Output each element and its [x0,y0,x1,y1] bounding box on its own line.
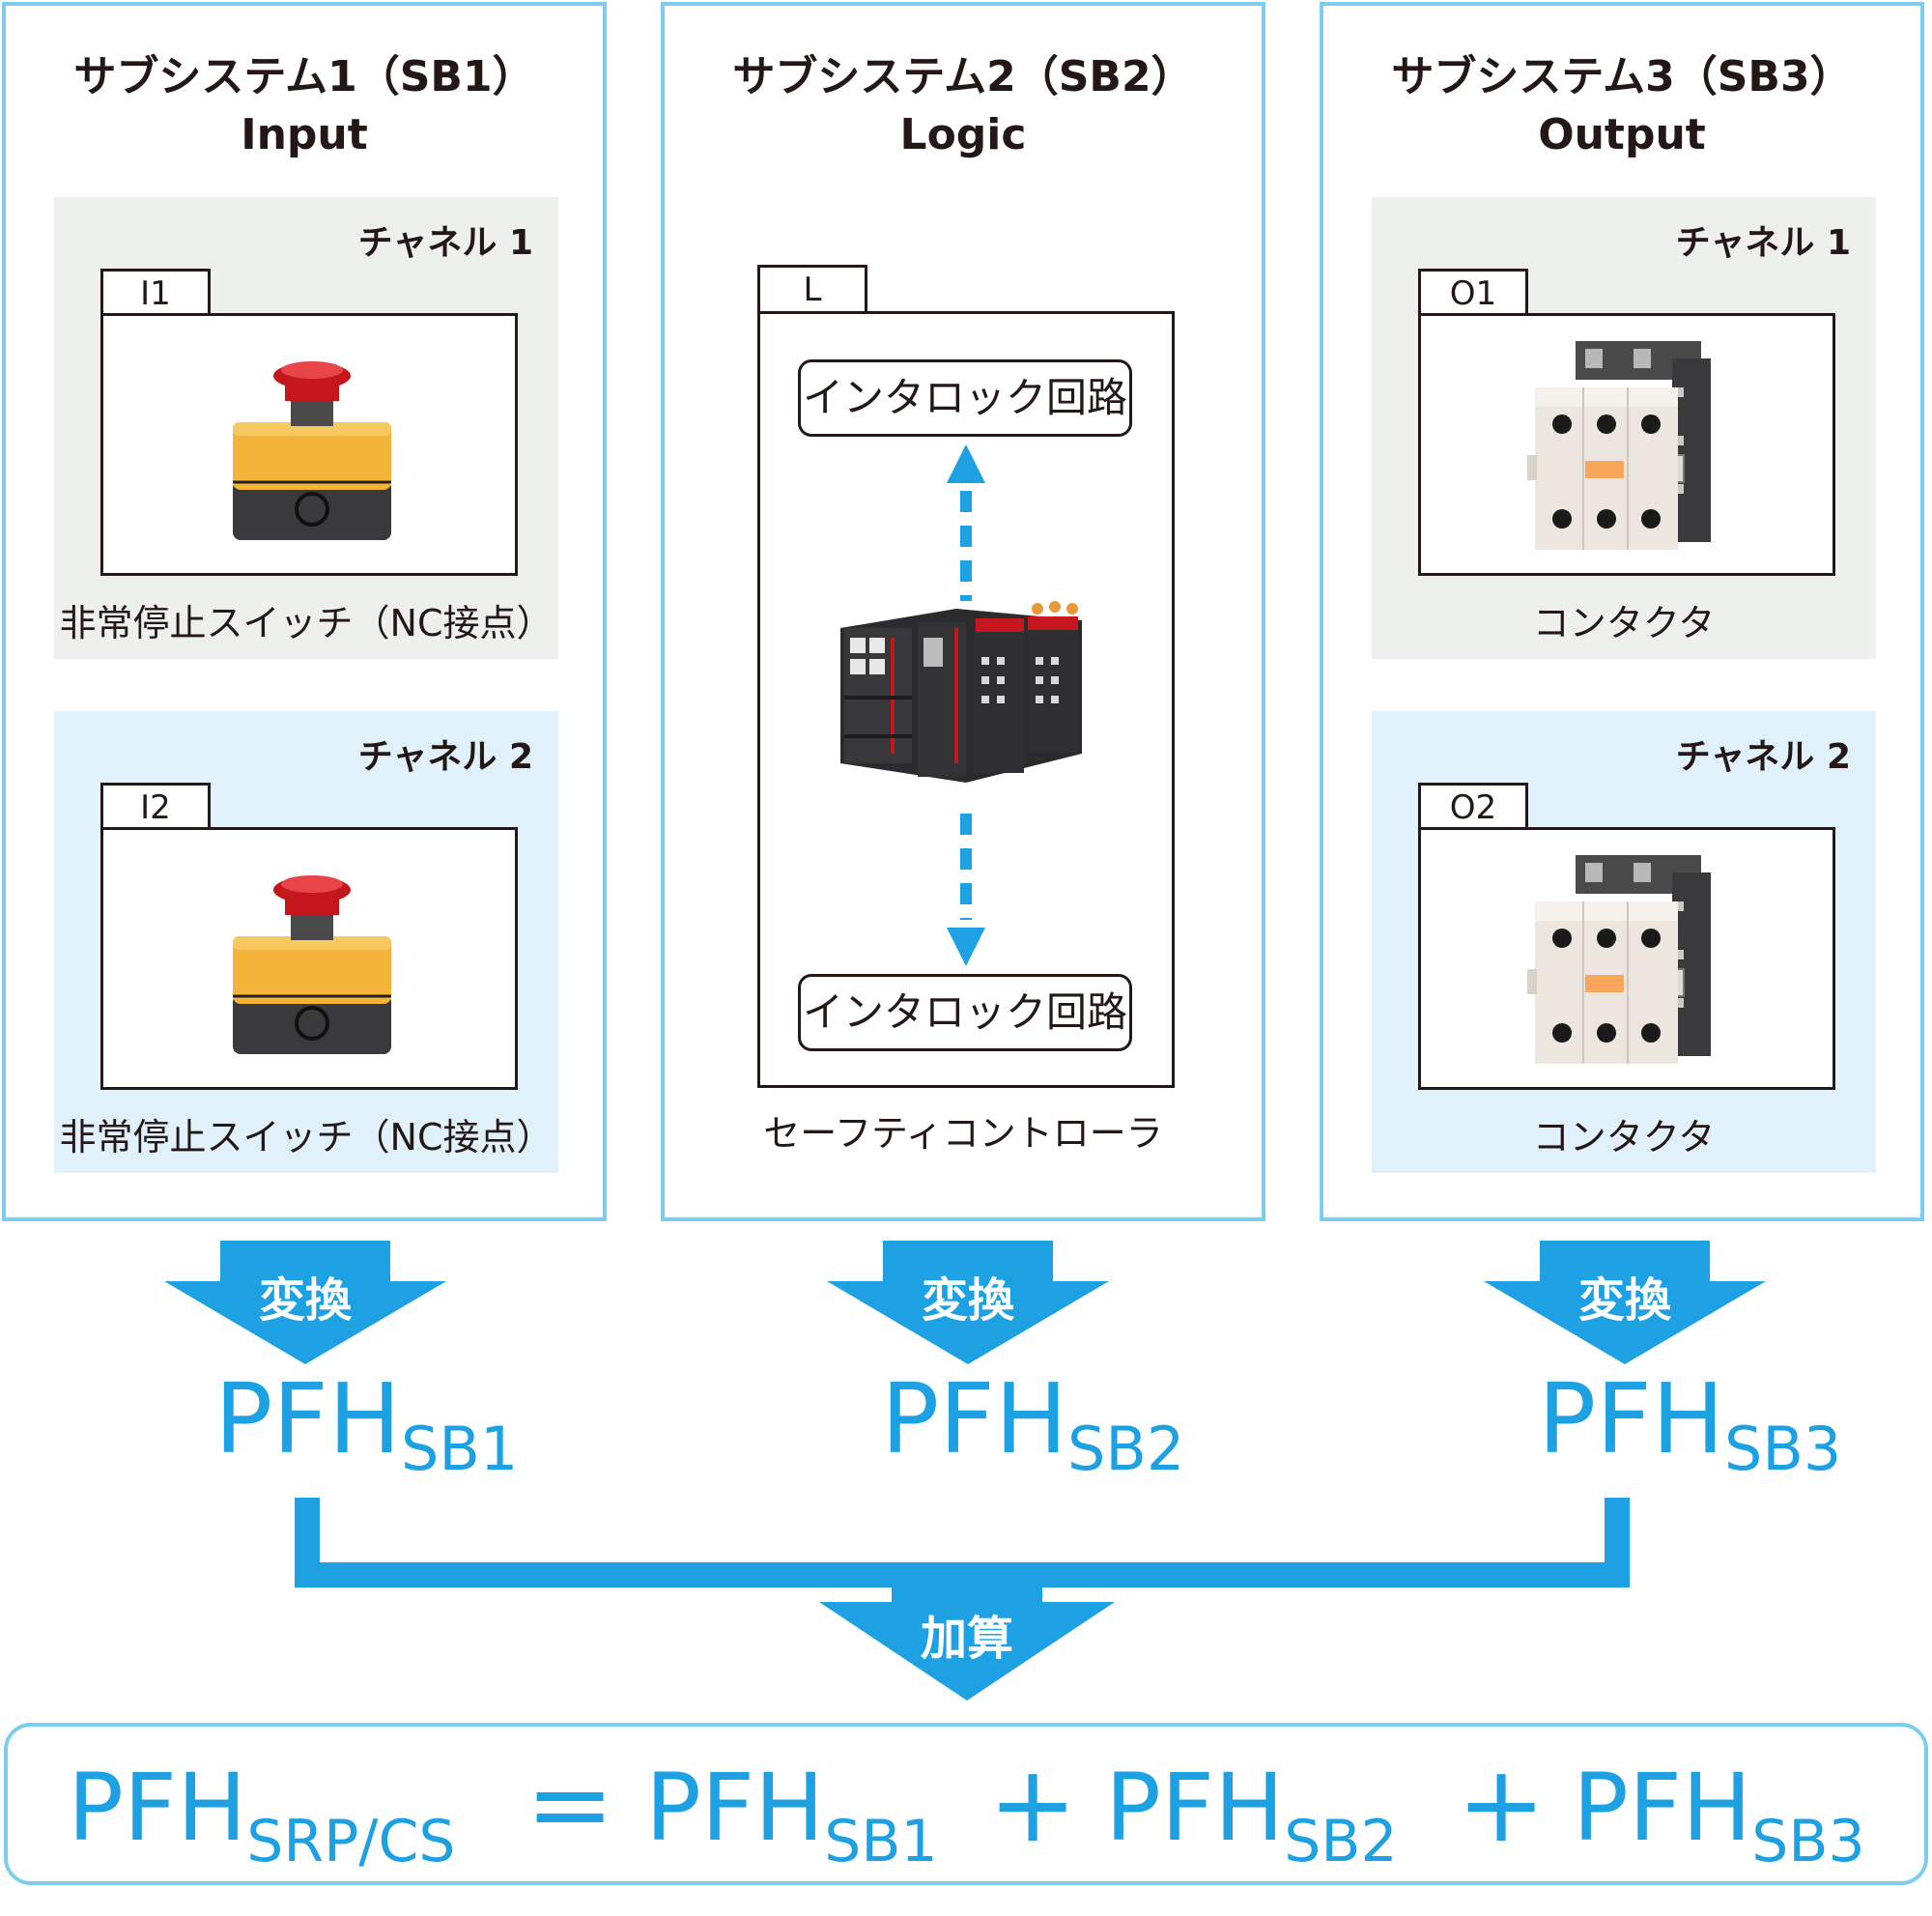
pfh-main: PFH [645,1754,825,1862]
subsystem-3-panel: サブシステム3（SB3） Output チャネル 1 O1 コンタクタ チャネル… [1320,2,1924,1221]
convert-label-3: 変換 [1577,1273,1671,1328]
pfh-subscript: SB3 [1751,1808,1865,1875]
pfh-main: PFH [1538,1362,1725,1475]
channel-1-box: チャネル 1 I1 非常停止スイッチ（NC接点） [54,197,558,659]
pfh-main: PFH [68,1754,247,1862]
channel-tag: O2 [1418,783,1528,829]
channel-tag: I2 [100,783,211,829]
subsystem-2-role: Logic [899,110,1027,159]
pfh-subscript: SB1 [824,1808,938,1875]
pfh-subscript: SB3 [1724,1414,1842,1484]
channel-label: チャネル 1 [1675,223,1851,263]
pfh-subscript: SRP/CS [246,1808,456,1875]
channel-label: チャネル 1 [357,223,533,263]
pfh-sb1-result: PFHSB1 [214,1362,518,1484]
channel-2-box: チャネル 2 O2 コンタクタ [1372,711,1876,1173]
pfh-main: PFH [1105,1754,1285,1862]
subsystem-3-title: サブシステム3（SB3） [1391,52,1853,101]
channel-tag: I1 [100,269,211,315]
device-frame [1418,313,1835,576]
subsystem-1-panel: サブシステム1（SB1） Input チャネル 1 I1 非常停止スイッチ（NC… [2,2,607,1221]
convert-arrow-2-icon [827,1241,1109,1364]
pfh-subscript: SB1 [401,1414,519,1484]
add-label: 加算 [920,1612,1013,1666]
channel-label: チャネル 2 [357,737,533,777]
pfh-sb2-result: PFHSB2 [881,1362,1184,1484]
emergency-stop-switch-icon [215,869,409,1062]
interlock-circuit-top: インタロック回路 [798,359,1132,437]
contactor-icon [1527,853,1720,1066]
sum-bracket-connector [295,1498,1630,1701]
convert-arrow-3-icon [1484,1241,1766,1364]
device-caption: コンタクタ [1532,602,1716,644]
interlock-circuit-bottom: インタロック回路 [798,974,1132,1051]
plus-sign-1: + [988,1742,1078,1866]
subsystem-3-role: Output [1538,110,1706,159]
channel-1-box: チャネル 1 O1 コンタクタ [1372,197,1876,659]
convert-label-1: 変換 [258,1273,352,1328]
device-frame [100,313,518,576]
formula-lhs: PFHSRP/CS [68,1727,455,1916]
channel-label: チャネル 2 [1675,737,1851,777]
channel-2-box: チャネル 2 I2 非常停止スイッチ（NC接点） [54,711,558,1173]
formula-term-sb1: PFHSB1 [645,1727,938,1916]
formula-term-sb2: PFHSB2 [1105,1727,1398,1916]
device-caption: 非常停止スイッチ（NC接点） [59,602,554,644]
pfh-subscript: SB2 [1284,1808,1398,1875]
formula-box: PFHSRP/CS = PFHSB1 + PFHSB2 + PFHSB3 [4,1723,1928,1885]
device-caption: コンタクタ [1532,1116,1716,1158]
convert-arrow-1-icon [164,1241,446,1364]
plus-sign-2: + [1457,1742,1547,1866]
subsystem-1-title: サブシステム1（SB1） [73,52,535,101]
device-caption: 非常停止スイッチ（NC接点） [59,1116,554,1158]
logic-caption: セーフティコントローラ [763,1112,1163,1155]
formula-term-sb3: PFHSB3 [1573,1727,1865,1916]
pfh-main: PFH [1573,1754,1752,1862]
bidirectional-dashed-arrow-icon [947,444,985,966]
pfh-sb3-result: PFHSB3 [1538,1362,1841,1484]
device-frame [1418,827,1835,1090]
subsystem-1-role: Input [241,110,368,159]
equals-sign: = [526,1742,615,1866]
emergency-stop-switch-icon [215,355,409,548]
subsystem-2-title: サブシステム2（SB2） [732,52,1194,101]
pfh-main: PFH [881,1362,1068,1475]
convert-label-2: 変換 [921,1273,1014,1328]
channel-tag: O1 [1418,269,1528,315]
contactor-icon [1527,339,1720,552]
logic-tag: L [757,265,867,311]
pfh-main: PFH [214,1362,402,1475]
safety-controller-icon [831,599,1092,792]
pfh-subscript: SB2 [1067,1414,1185,1484]
device-frame [100,827,518,1090]
